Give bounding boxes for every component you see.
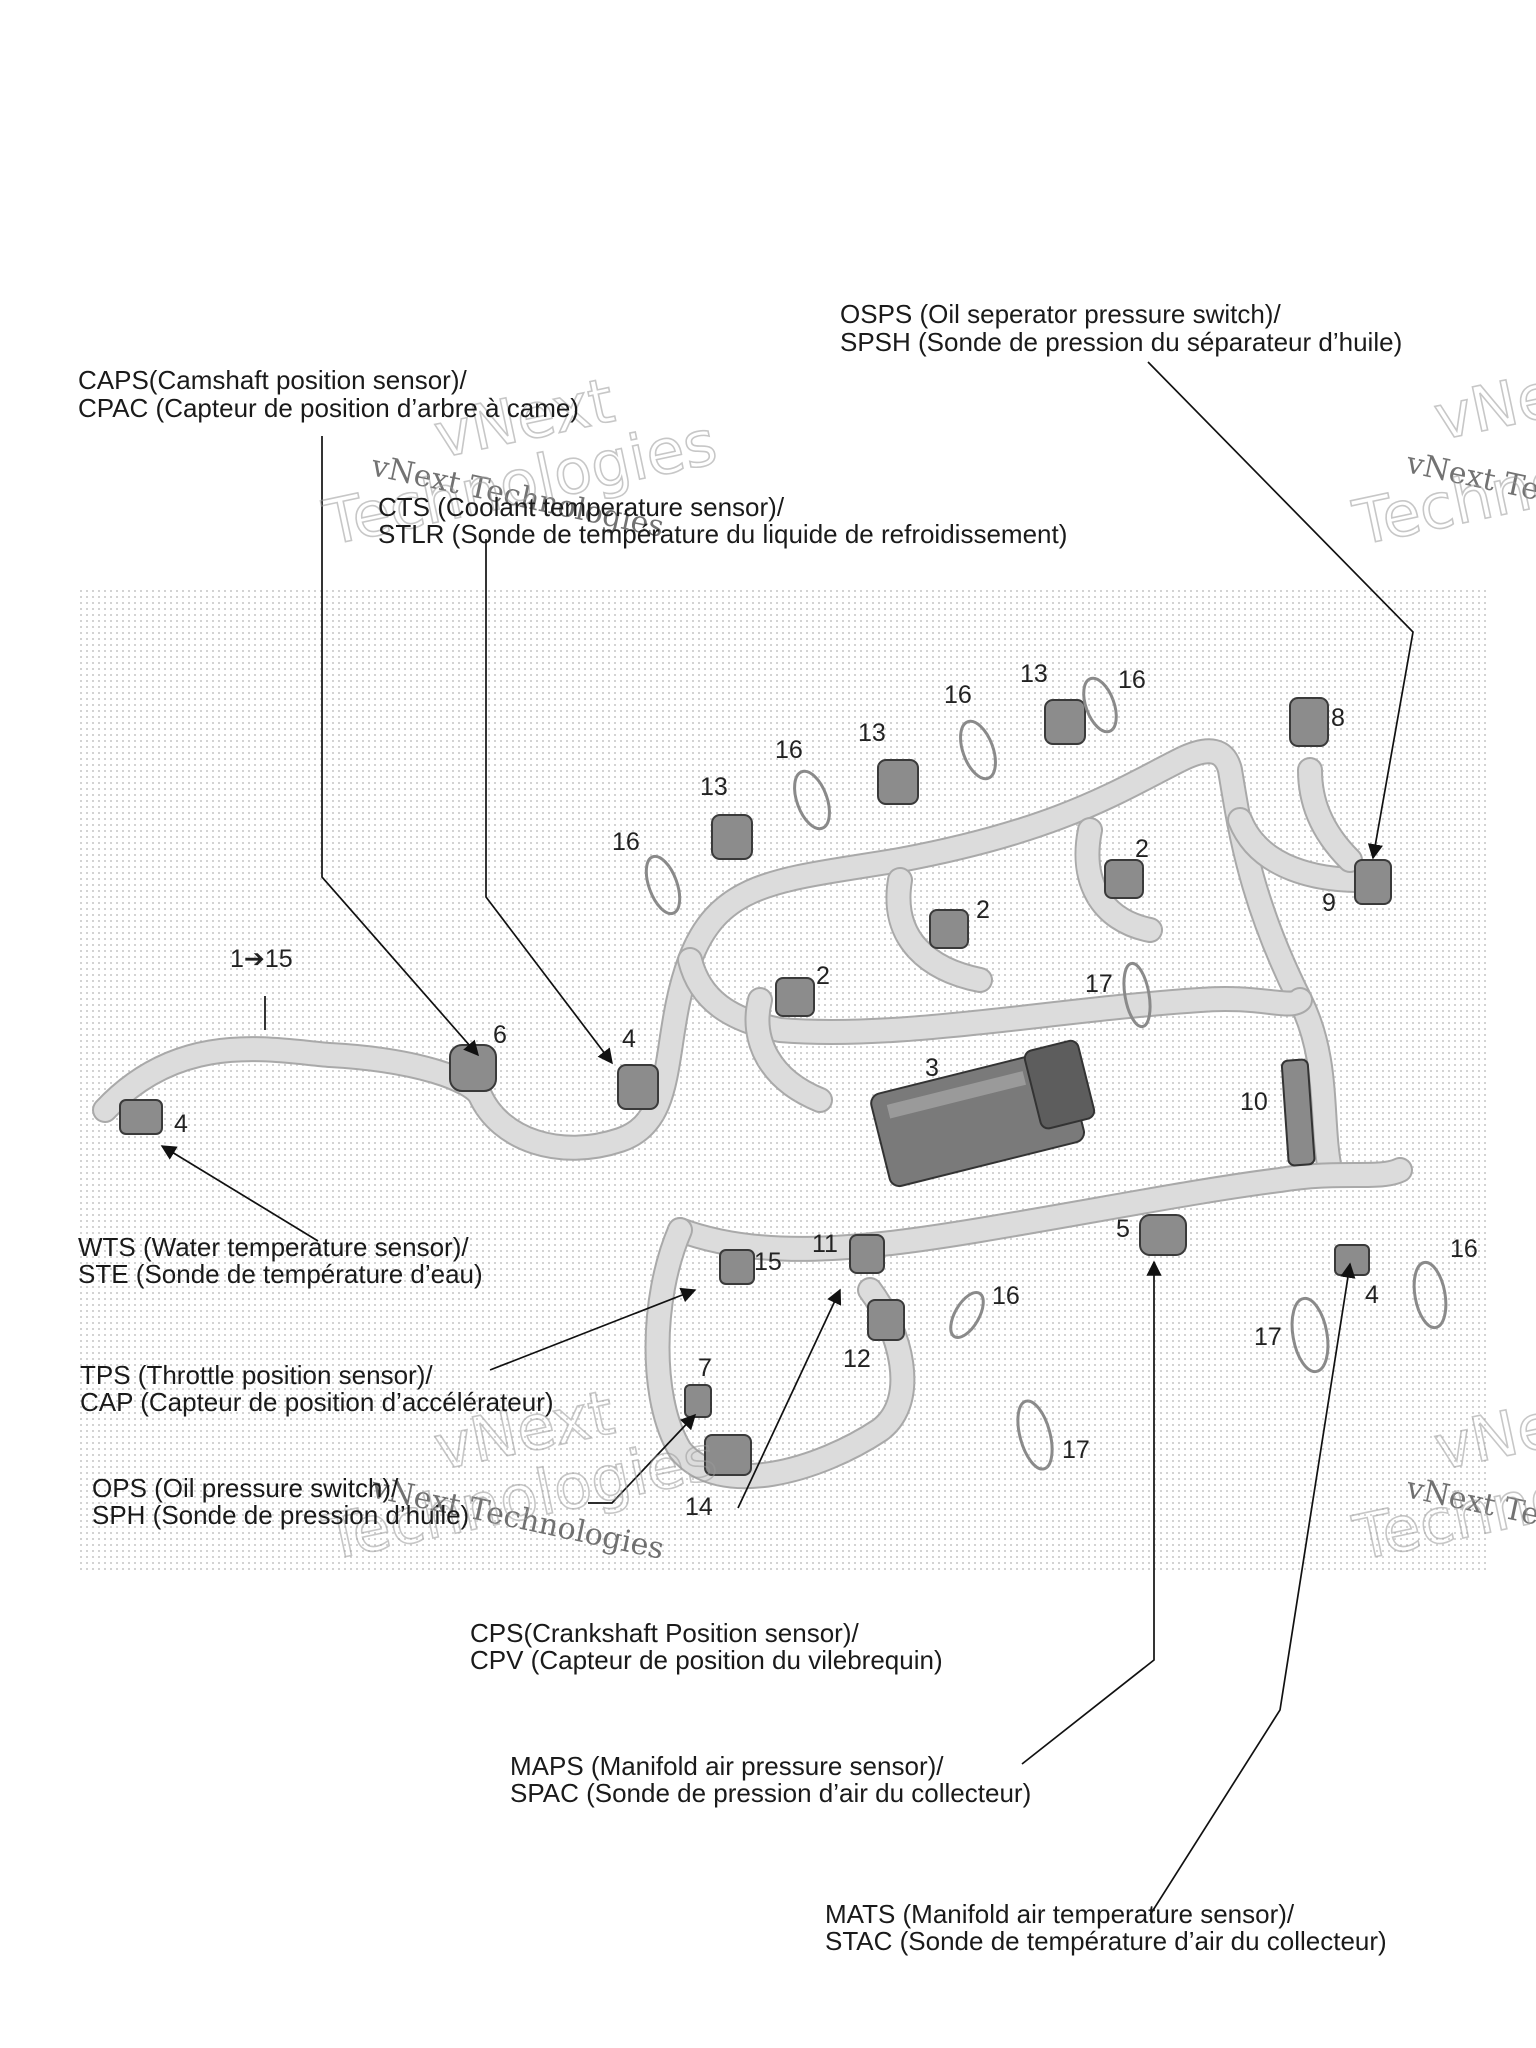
label-wts-fr: STE (Sonde de température d’eau) <box>78 1259 483 1289</box>
label-wts-en: WTS (Water temperature sensor)/ <box>78 1232 469 1262</box>
callout-number: 3 <box>925 1054 939 1082</box>
label-osps-fr: SPSH (Sonde de pression du séparateur d’… <box>840 327 1402 357</box>
callout-range: 1➔15 <box>230 945 293 973</box>
ecu-module <box>870 1039 1096 1188</box>
sensor-labels: OSPS (Oil seperator pressure switch)/ SP… <box>78 299 1402 1956</box>
label-maps-en: MAPS (Manifold air pressure sensor)/ <box>510 1751 944 1781</box>
callout-number: 13 <box>1020 660 1048 688</box>
callout-number: 16 <box>944 681 972 709</box>
callout-number: 15 <box>754 1248 782 1276</box>
callout-number: 17 <box>1085 970 1113 998</box>
callout-number: 5 <box>1116 1215 1130 1243</box>
label-tps-fr: CAP (Capteur de position d’accélérateur) <box>80 1387 554 1417</box>
callout-number: 12 <box>843 1345 871 1373</box>
watermark-text: vNext <box>1428 346 1536 455</box>
callout-number: 13 <box>700 773 728 801</box>
callout-number: 10 <box>1240 1088 1268 1116</box>
callout-number: 16 <box>1118 666 1146 694</box>
callout-number: 4 <box>1365 1281 1379 1309</box>
callout-number: 6 <box>493 1021 507 1049</box>
callout-number: 11 <box>812 1230 838 1258</box>
harness-cables <box>92 738 1413 1490</box>
callout-number: 7 <box>698 1354 712 1382</box>
callout-number: 9 <box>1322 889 1336 917</box>
label-cps-en: CPS(Crankshaft Position sensor)/ <box>470 1618 859 1648</box>
callout-number: 4 <box>622 1025 636 1053</box>
label-caps-en: CAPS(Camshaft position sensor)/ <box>78 365 467 395</box>
part-numbers: 1➔15 4 6 4 2 2 2 3 16 13 16 13 16 13 16 … <box>174 660 1478 1521</box>
leader-lines <box>160 361 1414 1916</box>
callout-number: 2 <box>976 896 990 924</box>
o-rings <box>644 676 1448 1471</box>
callout-number: 16 <box>775 736 803 764</box>
callout-number: 17 <box>1062 1436 1090 1464</box>
callout-number: 8 <box>1331 704 1345 732</box>
label-tps-en: TPS (Throttle position sensor)/ <box>80 1360 433 1390</box>
label-cps-fr: CPV (Capteur de position du vilebrequin) <box>470 1645 943 1675</box>
watermarks: vNext vNext Technologies Technologies vN… <box>316 345 1536 1576</box>
label-mats-en: MATS (Manifold air temperature sensor)/ <box>825 1899 1295 1929</box>
label-caps-fr: CPAC (Capteur de position d’arbre à came… <box>78 393 579 423</box>
callout-number: 13 <box>858 719 886 747</box>
callout-number: 2 <box>1135 835 1149 863</box>
callout-number: 14 <box>685 1493 713 1521</box>
label-ops-fr: SPH (Sonde de pression d’huile) <box>92 1500 469 1530</box>
label-ops-en: OPS (Oil pressure switch)/ <box>92 1473 399 1503</box>
label-cts-fr: STLR (Sonde de température du liquide de… <box>378 519 1067 549</box>
callout-number: 2 <box>816 962 830 990</box>
part-10-connector <box>1280 1058 1316 1167</box>
callout-number: 17 <box>1254 1323 1282 1351</box>
callout-number: 16 <box>612 828 640 856</box>
label-osps-en: OSPS (Oil seperator pressure switch)/ <box>840 299 1281 329</box>
label-mats-fr: STAC (Sonde de température d’air du coll… <box>825 1926 1387 1956</box>
callout-number: 16 <box>992 1282 1020 1310</box>
label-maps-fr: SPAC (Sonde de pression d’air du collect… <box>510 1778 1031 1808</box>
sensor-connectors <box>119 697 1392 1476</box>
callout-number: 16 <box>1450 1235 1478 1263</box>
label-cts-en: CTS (Coolant temperature sensor)/ <box>378 492 785 522</box>
callout-number: 4 <box>174 1110 188 1138</box>
